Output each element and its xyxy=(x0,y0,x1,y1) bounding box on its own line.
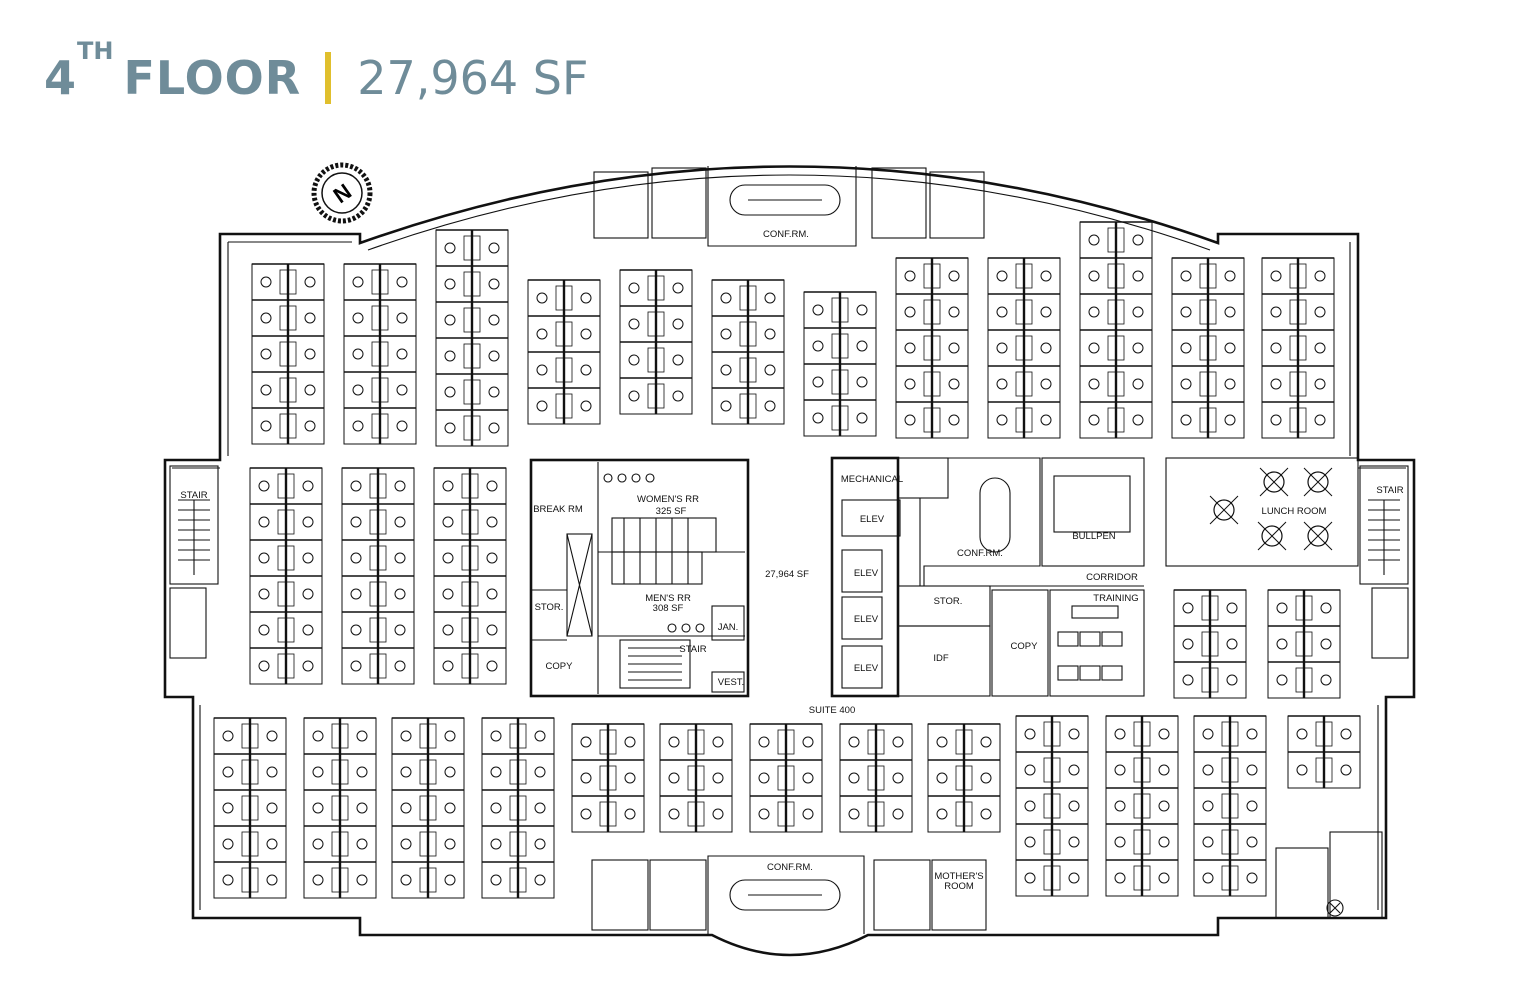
workstation-cluster xyxy=(1267,589,1341,699)
stair-left xyxy=(169,465,219,659)
floor-ordinal: TH xyxy=(77,37,114,65)
floor-word: FLOOR xyxy=(123,51,302,105)
label-elev-2: ELEV xyxy=(854,568,879,579)
label-conf-bottom: CONF.RM. xyxy=(767,862,813,873)
label-corridor: CORRIDOR xyxy=(1086,572,1138,583)
building-core xyxy=(529,458,750,698)
label-copy-left: COPY xyxy=(546,661,574,672)
workstation-cluster xyxy=(481,717,555,899)
workstation-cluster xyxy=(1105,715,1179,897)
label-elev-4: ELEV xyxy=(854,663,879,674)
label-vest: VEST. xyxy=(718,677,744,688)
label-bullpen: BULLPEN xyxy=(1072,531,1115,542)
workstation-cluster xyxy=(1079,221,1153,439)
label-idf: IDF xyxy=(933,653,949,664)
north-arrow-icon: N xyxy=(311,162,373,224)
label-elev-3: ELEV xyxy=(854,614,879,625)
workstation-cluster xyxy=(435,229,509,447)
workstation-cluster xyxy=(391,717,465,899)
lunch-tables xyxy=(1209,467,1333,551)
workstation-cluster xyxy=(341,467,415,685)
workstation-cluster xyxy=(1193,715,1267,897)
label-mens-rr: MEN'S RR xyxy=(645,593,691,604)
label-stair-core: STAIR xyxy=(679,644,706,655)
label-break-rm: BREAK RM xyxy=(533,504,583,515)
workstation-cluster xyxy=(711,279,785,425)
workstation-cluster xyxy=(839,723,913,833)
label-lunch-room: LUNCH ROOM xyxy=(1262,506,1327,517)
workstation-cluster xyxy=(619,269,693,415)
label-womens-sf: 325 SF xyxy=(656,506,687,517)
workstation-cluster xyxy=(1287,715,1361,789)
floor-area: 27,964 SF xyxy=(357,51,589,105)
workstation-cluster xyxy=(1015,715,1089,897)
workstation-cluster xyxy=(1261,257,1335,439)
workstation-cluster xyxy=(251,263,325,445)
workstation-cluster xyxy=(987,257,1061,439)
workstation-cluster xyxy=(343,263,417,445)
label-conf-mid: CONF.RM. xyxy=(957,548,1003,559)
workstation-cluster xyxy=(249,467,323,685)
workstation-cluster xyxy=(803,291,877,437)
label-mens-sf: 308 SF xyxy=(653,603,684,614)
lunch-table xyxy=(1303,467,1333,497)
label-womens-rr: WOMEN'S RR xyxy=(637,494,699,505)
label-suite: SUITE 400 xyxy=(809,705,855,716)
workstation-clusters xyxy=(213,221,1361,899)
workstation-cluster xyxy=(895,257,969,439)
workstation-cluster xyxy=(927,723,1001,833)
workstation-cluster xyxy=(1173,589,1247,699)
lunch-table xyxy=(1209,495,1239,525)
label-mechanical: MECHANICAL xyxy=(841,474,903,485)
workstation-cluster xyxy=(749,723,823,833)
label-stor-left: STOR. xyxy=(535,602,564,613)
label-copy-mid: COPY xyxy=(1011,641,1039,652)
title-separator xyxy=(325,52,332,104)
workstation-cluster xyxy=(213,717,287,899)
label-jan: JAN. xyxy=(718,622,739,633)
label-stair-right: STAIR xyxy=(1376,485,1403,496)
label-elev-1: ELEV xyxy=(860,514,885,525)
elevator-core xyxy=(830,456,949,698)
label-conf-top: CONF.RM. xyxy=(763,229,809,240)
lunch-table xyxy=(1259,467,1289,497)
label-stor-mid: STOR. xyxy=(934,596,963,607)
bottom-offices xyxy=(591,831,1383,934)
label-training: TRAINING xyxy=(1093,593,1138,604)
middle-rooms xyxy=(897,457,1359,697)
workstation-cluster xyxy=(571,723,645,833)
label-mothers-room-2: ROOM xyxy=(944,881,974,892)
workstation-cluster xyxy=(1171,257,1245,439)
stair-right xyxy=(1359,465,1409,659)
floor-number: 4TH FLOOR xyxy=(44,37,302,105)
floor-digit: 4 xyxy=(44,51,78,105)
label-mothers-room: MOTHER'S xyxy=(934,871,983,882)
workstation-cluster xyxy=(303,717,377,899)
floor-title: 4TH FLOOR 27,964 SF xyxy=(44,37,589,110)
lunch-table xyxy=(1303,521,1333,551)
workstation-cluster xyxy=(659,723,733,833)
workstation-cluster xyxy=(527,279,601,425)
workstation-cluster xyxy=(433,467,507,685)
label-stair-left: STAIR xyxy=(180,490,207,501)
top-offices xyxy=(593,166,985,247)
lunch-table xyxy=(1257,521,1287,551)
label-core-area: 27,964 SF xyxy=(765,569,809,580)
